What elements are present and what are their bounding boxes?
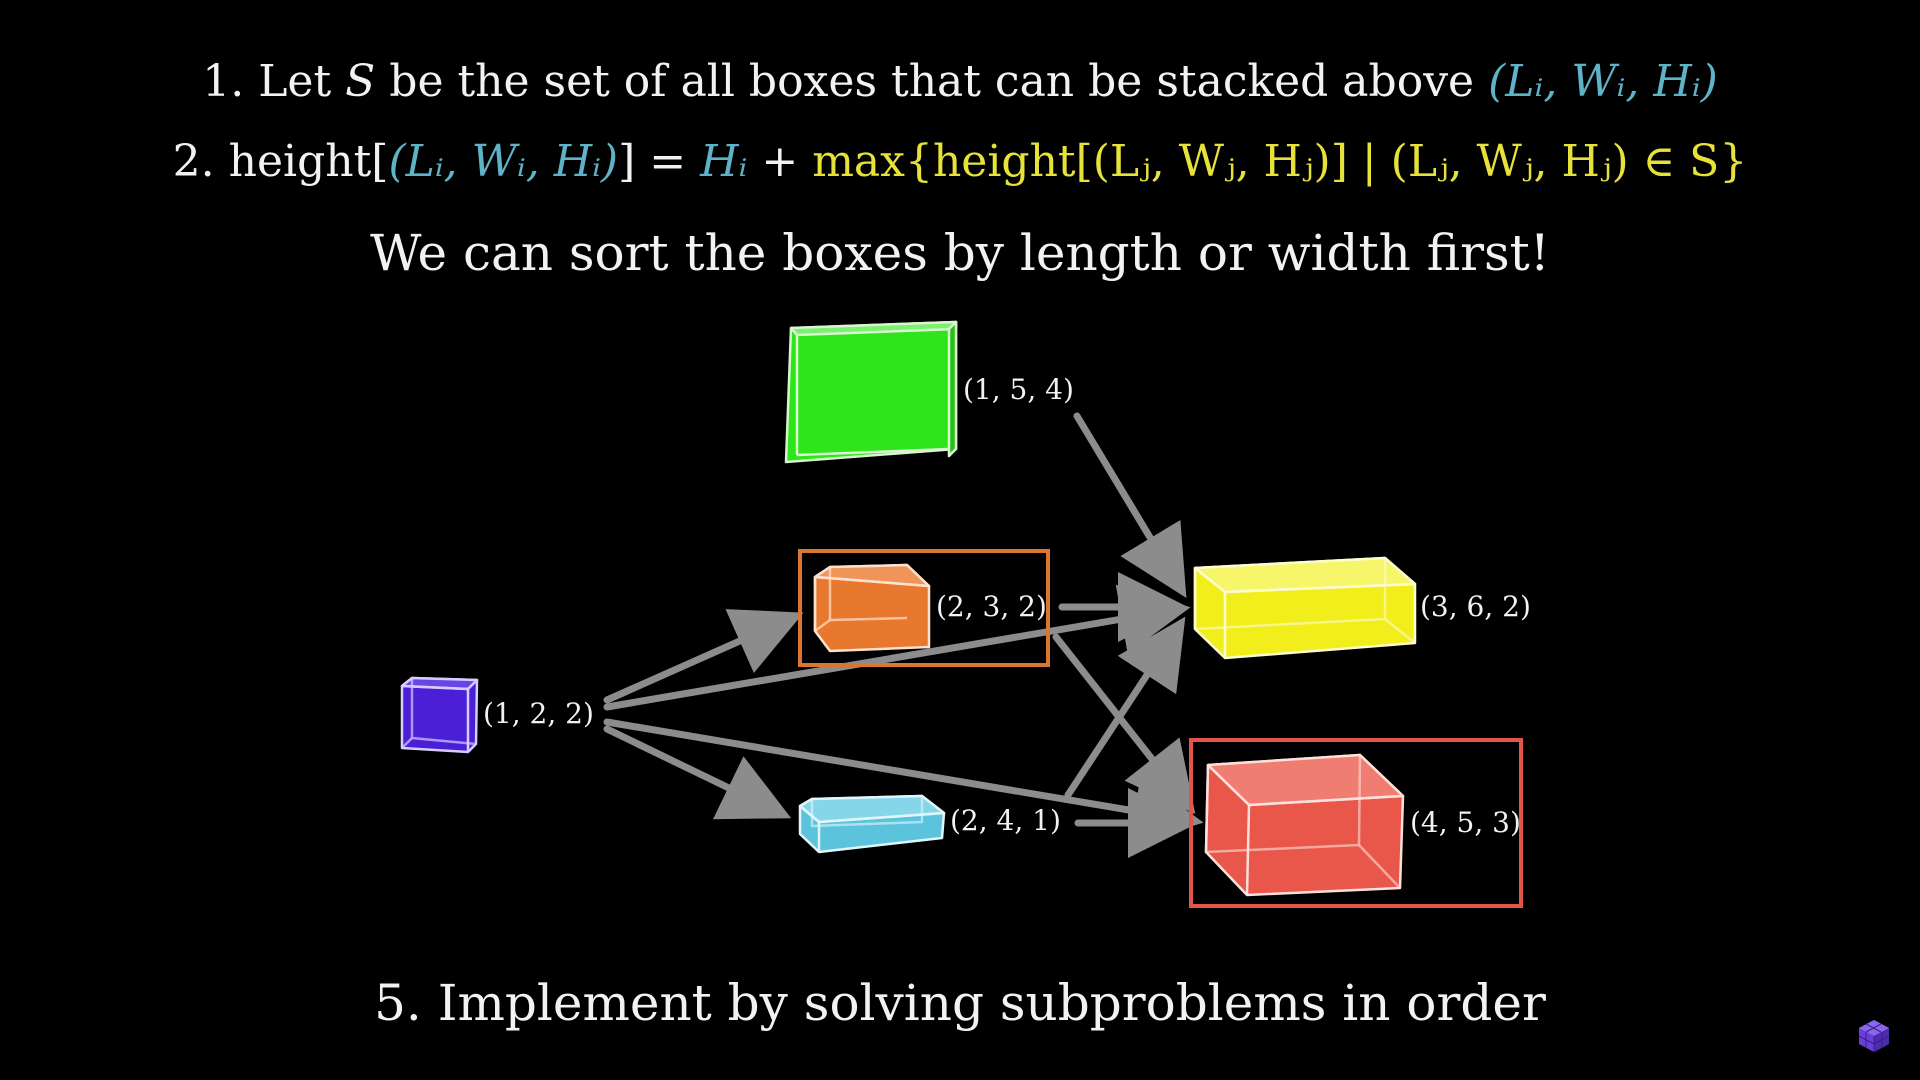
label-3-6-2: (3, 6, 2) [1420, 590, 1531, 623]
edge-122-to-362 [603, 584, 1191, 711]
set-symbol: S [345, 56, 376, 107]
sort-note: We can sort the boxes by length or width… [370, 224, 1550, 282]
red-box-icon [1204, 753, 1405, 897]
blue-box-icon [798, 794, 946, 854]
formula-line-2: 2. height[(Lᵢ, Wᵢ, Hᵢ)] = Hᵢ + max{heigh… [0, 136, 1920, 187]
orange-box-icon [813, 563, 931, 653]
height-i: Hᵢ [700, 136, 748, 187]
label-2-3-2: (2, 3, 2) [936, 590, 1047, 623]
label-2-4-1: (2, 4, 1) [950, 804, 1061, 837]
highlight-frame-453 [1189, 738, 1523, 908]
formula-line-1: 1. Let S be the set of all boxes that ca… [0, 56, 1920, 107]
box-i-tuple: (Lᵢ, Wᵢ, Hᵢ) [1488, 56, 1718, 107]
edge-122-to-232 [603, 609, 804, 704]
step-5-caption: 5. Implement by solving subproblems in o… [374, 974, 1546, 1032]
edge-122-to-241 [603, 725, 792, 820]
purple-box-icon [400, 676, 479, 754]
green-box-icon [784, 320, 958, 464]
label-4-5-3: (4, 5, 3) [1410, 806, 1521, 839]
formula-2-plus: + [747, 136, 813, 187]
highlight-frame-232 [798, 549, 1050, 667]
label-1-2-2: (1, 2, 2) [483, 697, 594, 730]
max-expression: max{height[(Lⱼ, Wⱼ, Hⱼ)] | (Lⱼ, Wⱼ, Hⱼ) … [812, 136, 1748, 187]
formula-1-prefix: 1. Let [202, 56, 346, 107]
yellow-box-icon [1193, 556, 1417, 660]
formula-2-prefix: 2. height[ [172, 136, 389, 187]
label-1-5-4: (1, 5, 4) [963, 373, 1074, 406]
edges [603, 412, 1204, 858]
edge-241-to-362 [1064, 616, 1186, 799]
box-i-tuple-2: (Lᵢ, Wᵢ, Hᵢ) [388, 136, 619, 187]
formula-1-middle: be the set of all boxes that can be stac… [375, 56, 1489, 107]
cube-logo-icon [1858, 1020, 1890, 1052]
formula-2-mid: ] = [618, 136, 701, 187]
edge-122-to-453 [603, 718, 1204, 846]
edge-154-to-362 [1073, 412, 1187, 598]
